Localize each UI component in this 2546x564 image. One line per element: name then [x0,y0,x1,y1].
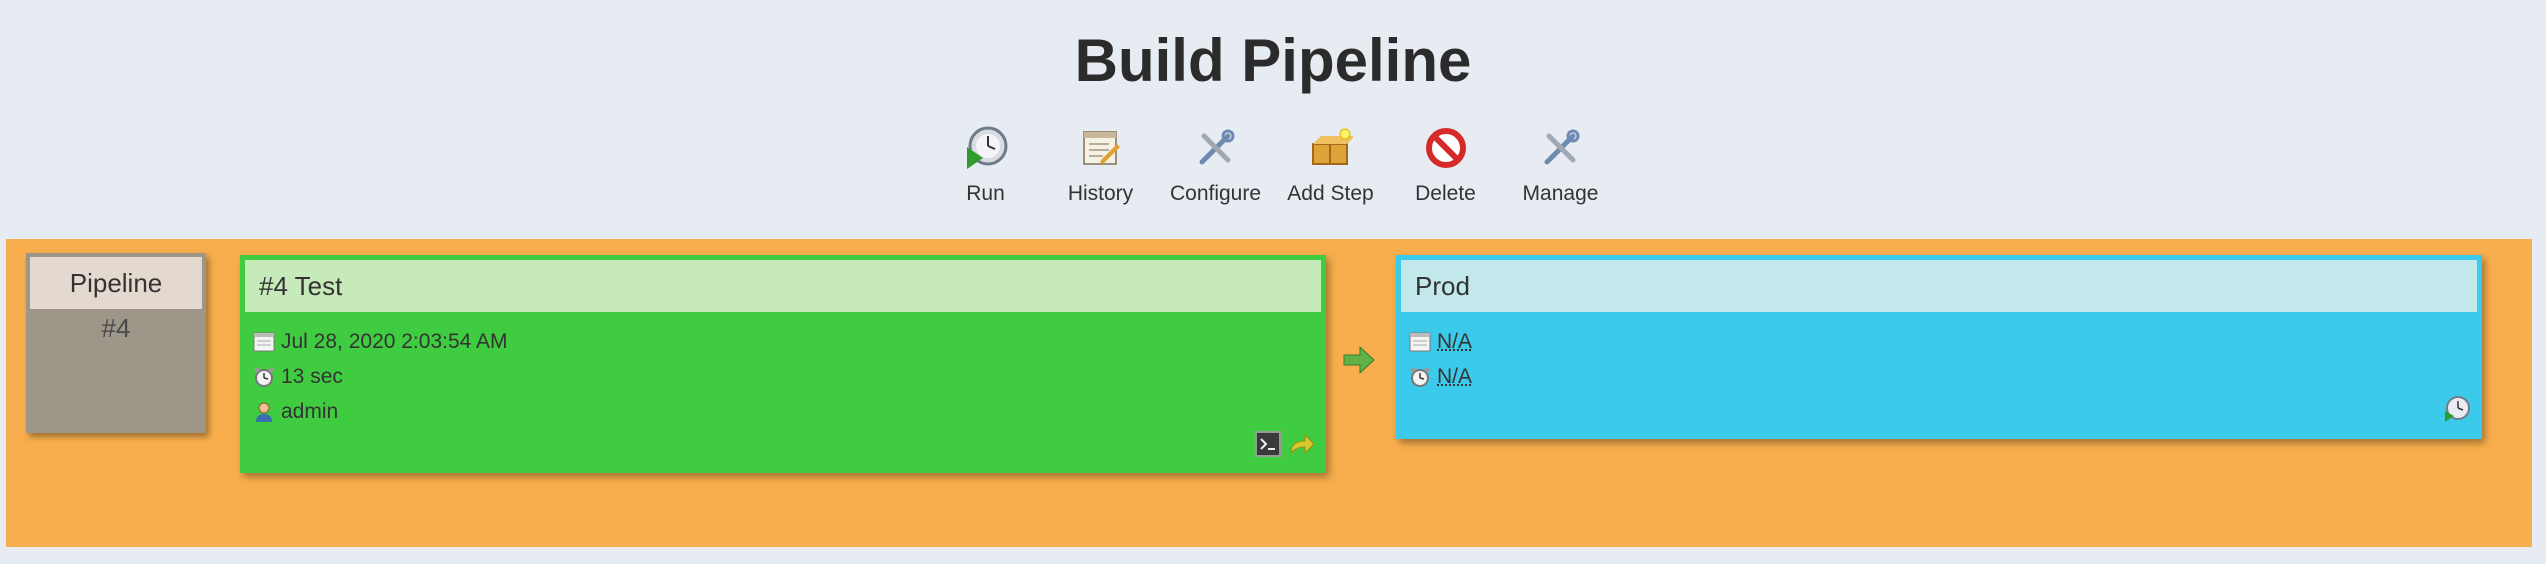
stage-test-duration: 13 sec [281,364,343,388]
delete-icon [1422,124,1470,172]
stage-test[interactable]: #4 Test Jul 28, 2020 2:03:54 AM 13 sec a… [240,255,1326,473]
calendar-icon [253,331,275,353]
pipeline-number: #4 [101,313,131,343]
manage-button[interactable]: Manage [1503,124,1618,206]
user-icon [253,401,275,423]
manage-label: Manage [1522,182,1599,205]
calendar-icon [1409,331,1431,353]
stage-test-duration-row: 13 sec [253,359,1321,394]
stage-arrow-icon [1342,345,1376,380]
stage-test-actions [1255,431,1315,462]
add-step-label: Add Step [1287,182,1374,205]
pipeline-header-card[interactable]: Pipeline #4 [26,253,206,433]
history-icon [1077,124,1125,172]
manage-icon [1537,124,1585,172]
configure-button[interactable]: Configure [1158,124,1273,206]
alarm-clock-icon [253,366,275,388]
add-step-button[interactable]: Add Step [1273,124,1388,206]
alarm-clock-icon [1409,366,1431,388]
page-title: Build Pipeline [1074,27,1472,94]
stage-prod-duration-row: N/A [1409,359,2477,394]
pipeline-area: Pipeline #4 #4 Test Jul 28, 2020 2:03:54… [6,239,2532,547]
stage-test-user-row: admin [253,394,1321,429]
history-button[interactable]: History [1043,124,1158,206]
run-button[interactable]: Run [928,124,1043,206]
stage-prod-date-row: N/A [1409,324,2477,359]
run-label: Run [966,182,1005,205]
console-icon[interactable] [1255,431,1281,462]
toolbar: Run History Configure [0,124,2546,206]
stage-test-title[interactable]: #4 Test [245,260,1321,312]
stage-test-date: Jul 28, 2020 2:03:54 AM [281,329,508,353]
history-label: History [1067,182,1134,205]
stage-prod-duration: N/A [1437,364,1473,388]
configure-icon [1192,124,1240,172]
stage-prod[interactable]: Prod N/A N/A [1396,255,2482,439]
stage-prod-actions [2443,395,2471,428]
run-icon [962,124,1010,172]
stage-prod-date: N/A [1437,329,1473,353]
retry-arrow-icon[interactable] [1287,431,1315,462]
pipeline-name: Pipeline [30,257,202,309]
delete-button[interactable]: Delete [1388,124,1503,206]
trigger-build-icon[interactable] [2443,395,2471,428]
stage-prod-title[interactable]: Prod [1401,260,2477,312]
configure-label: Configure [1169,182,1262,205]
add-step-icon [1307,124,1355,172]
stage-test-user: admin [281,399,339,423]
stage-test-date-row: Jul 28, 2020 2:03:54 AM [253,324,1321,359]
delete-label: Delete [1415,182,1476,205]
